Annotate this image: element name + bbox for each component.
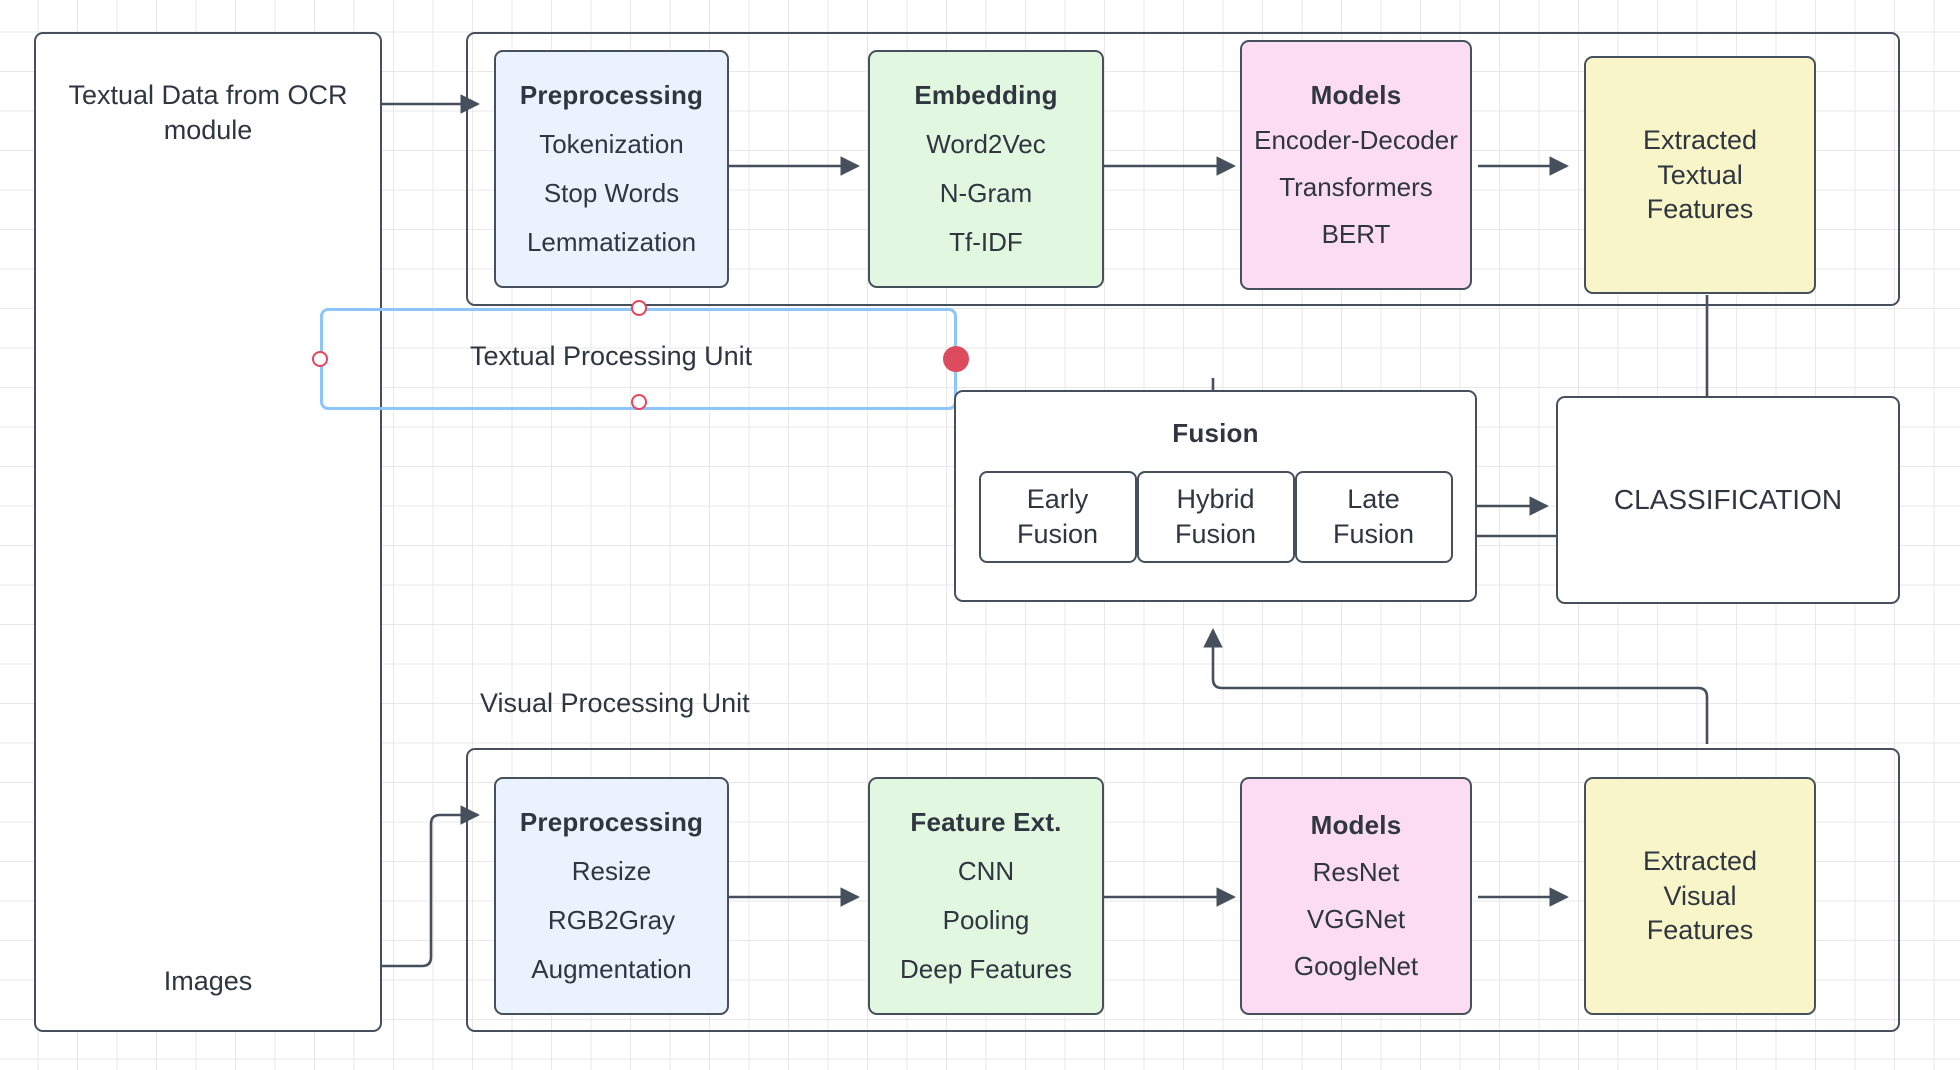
edge-extracted-visual-to-fusion	[1203, 628, 1709, 744]
extracted-textual-features-box[interactable]: Extracted Textual Features	[1584, 56, 1816, 294]
visual-feature-ext-item-2: Deep Features	[900, 954, 1072, 984]
visual-preprocessing-title: Preprocessing	[519, 807, 704, 837]
textual-preprocessing-item-1: Stop Words	[543, 178, 680, 208]
fusion-option-hybrid-line2: Fusion	[1174, 519, 1257, 549]
selection-handle-bottom-middle[interactable]	[631, 394, 647, 410]
extracted-visual-features-box[interactable]: Extracted Visual Features	[1584, 777, 1816, 1015]
classification-box[interactable]: CLASSIFICATION	[1556, 396, 1900, 604]
visual-preprocessing-item-1: RGB2Gray	[547, 905, 676, 935]
fusion-option-hybrid[interactable]: Hybrid Fusion	[1136, 471, 1295, 563]
textual-preprocessing-box[interactable]: Preprocessing Tokenization Stop Words Le…	[494, 50, 729, 288]
textual-models-item-2: BERT	[1321, 219, 1391, 249]
visual-feature-ext-box[interactable]: Feature Ext. CNN Pooling Deep Features	[868, 777, 1104, 1015]
textual-embedding-box[interactable]: Embedding Word2Vec N-Gram Tf-IDF	[868, 50, 1104, 288]
extracted-textual-line-0: Extracted	[1642, 125, 1758, 156]
textual-embedding-item-0: Word2Vec	[926, 129, 1046, 159]
visual-preprocessing-item-0: Resize	[571, 856, 652, 886]
ocr-source-label: Textual Data from OCR module	[68, 80, 348, 145]
textual-embedding-item-2: Tf-IDF	[949, 227, 1023, 257]
visual-feature-ext-item-0: CNN	[957, 856, 1015, 886]
fusion-option-early[interactable]: Early Fusion	[978, 471, 1137, 563]
extracted-visual-line-0: Extracted	[1642, 846, 1758, 877]
textual-models-item-0: Encoder-Decoder	[1254, 125, 1458, 155]
extracted-visual-line-2: Features	[1646, 915, 1754, 946]
fusion-title: Fusion	[1172, 418, 1259, 448]
visual-models-item-0: ResNet	[1312, 857, 1400, 887]
visual-processing-group[interactable]	[466, 748, 1900, 1032]
selection-handle-right-middle-active[interactable]	[943, 346, 969, 372]
fusion-option-hybrid-line1: Hybrid	[1176, 484, 1255, 515]
fusion-option-late-line1: Late	[1347, 484, 1400, 515]
extracted-textual-line-2: Features	[1646, 194, 1754, 225]
textual-preprocessing-item-2: Lemmatization	[526, 227, 697, 257]
fusion-option-early-line1: Early	[1026, 484, 1089, 515]
textual-models-item-1: Transformers	[1279, 172, 1433, 202]
textual-embedding-title: Embedding	[914, 80, 1058, 110]
fusion-option-early-line2: Fusion	[1016, 519, 1099, 549]
images-source-label: Images	[163, 966, 253, 996]
fusion-option-late[interactable]: Late Fusion	[1294, 471, 1453, 563]
visual-processing-unit-label: Visual Processing Unit	[480, 688, 750, 718]
visual-models-item-2: GoogleNet	[1293, 951, 1419, 981]
ocr-textual-source-box[interactable]: Textual Data from OCR module Images	[34, 32, 382, 1032]
fusion-box[interactable]: Fusion Early Fusion Hybrid Fusion Late F…	[954, 390, 1477, 602]
textual-embedding-item-1: N-Gram	[939, 178, 1033, 208]
textual-models-title: Models	[1310, 80, 1402, 110]
textual-processing-group[interactable]	[466, 32, 1900, 306]
edge-images-to-visual-preprocessing	[334, 805, 480, 968]
visual-feature-ext-title: Feature Ext.	[910, 807, 1062, 837]
visual-models-box[interactable]: Models ResNet VGGNet GoogleNet	[1240, 777, 1472, 1015]
textual-processing-unit-label: Textual Processing Unit	[470, 341, 753, 371]
visual-preprocessing-item-2: Augmentation	[531, 954, 692, 984]
extracted-visual-line-1: Visual	[1663, 880, 1737, 911]
visual-feature-ext-item-1: Pooling	[942, 905, 1030, 935]
visual-preprocessing-box[interactable]: Preprocessing Resize RGB2Gray Augmentati…	[494, 777, 729, 1015]
textual-preprocessing-item-0: Tokenization	[539, 129, 684, 159]
textual-models-box[interactable]: Models Encoder-Decoder Transformers BERT	[1240, 40, 1472, 290]
visual-models-title: Models	[1310, 810, 1402, 840]
textual-preprocessing-title: Preprocessing	[519, 80, 704, 110]
classification-label: CLASSIFICATION	[1613, 484, 1843, 516]
fusion-option-late-line2: Fusion	[1332, 519, 1415, 549]
visual-models-item-1: VGGNet	[1306, 904, 1406, 934]
selection-handle-left-middle[interactable]	[312, 351, 328, 367]
selection-handle-top-middle[interactable]	[631, 300, 647, 316]
extracted-textual-line-1: Textual	[1657, 159, 1743, 190]
